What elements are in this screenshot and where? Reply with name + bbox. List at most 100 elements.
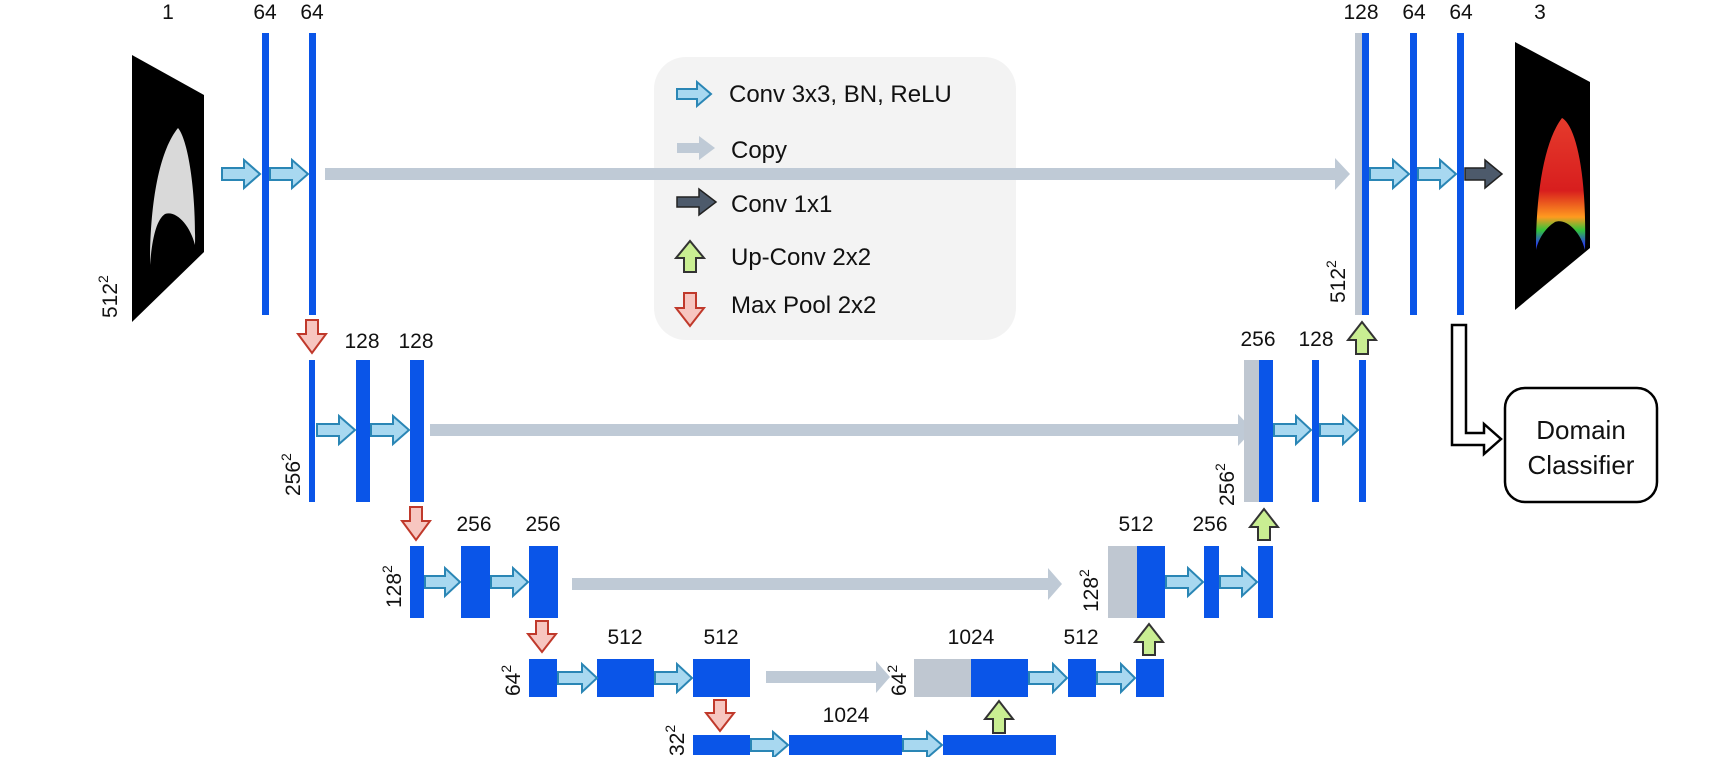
conv3x3-arrow-icon [1165,565,1205,599]
input-image [132,55,204,322]
copy-arrow-level1 [325,158,1350,190]
resolution-label-512-decoder: 5122 [1323,260,1350,303]
feature-map-dec2-a [1312,360,1319,502]
upconv-arrow-icon [673,239,707,273]
copy-arrow-level4 [766,661,890,693]
feature-map-bottleneck-pool [693,735,750,755]
conv3x3-arrow-icon [654,661,694,695]
output-image [1515,42,1590,310]
feature-map-dec3-up [1137,546,1165,618]
channel-label-enc4-b: 512 [703,626,738,649]
conv3x3-arrow-icon [902,729,944,757]
channel-label-bottleneck: 1024 [823,704,870,727]
legend-item-conv1x1: Conv 1x1 [676,187,832,218]
copied-map-dec4 [914,659,971,697]
conv3x3-arrow-icon [1096,661,1137,695]
upconv-arrows [982,320,1379,734]
channel-label-dec2-conv: 128 [1298,328,1333,351]
feature-map-enc1-b [309,33,316,315]
copied-map-dec2 [1244,360,1259,502]
copy-arrow-level2 [430,414,1253,446]
conv3x3-arrow-icon [490,565,530,599]
conv3x3-arrow-icon [1219,565,1259,599]
copied-map-dec1 [1355,33,1362,315]
conv3x3-arrow-icon [1028,661,1069,695]
conv3x3-arrow-icon [370,413,411,447]
feature-map-enc2-a [356,360,370,502]
channel-label-dec3-conv: 256 [1192,513,1227,536]
maxpool-arrow-icon [400,506,432,542]
copy-arrow-icon [677,136,715,160]
resolution-labels: 5122 5122 2562 2562 1282 1282 642 642 32… [95,260,1350,756]
feature-map-dec1-up [1362,33,1369,315]
maxpool-arrow-icon [703,699,737,733]
legend-label-conv1x1: Conv 1x1 [731,191,832,218]
legend-item-copy: Copy [677,136,787,164]
legend-label-upconv: Up-Conv 2x2 [731,244,871,271]
feature-map-dec3-b [1258,546,1273,618]
conv3x3-arrow-icon [750,729,790,757]
upconv-arrow-icon [1132,622,1166,656]
conv3x3-arrows [221,157,1458,757]
channel-label-enc3-b: 256 [525,513,560,536]
conv3x3-arrow-icon [269,157,310,191]
feature-map-dec4-a [1068,659,1096,697]
maxpool-arrow-icon [525,620,559,654]
feature-map-dec4-up [971,659,1028,697]
upconv-arrow-icon [1345,320,1379,355]
feature-map-enc4-b [693,659,750,697]
channel-label-dec1-concat: 128 [1343,1,1378,24]
channel-label-input: 1 [162,1,174,24]
resolution-label-256-decoder: 2562 [1212,463,1239,506]
feature-map-dec2-b [1359,360,1366,502]
resolution-label-128-encoder: 1282 [379,565,406,608]
channel-label-enc3-a: 256 [456,513,491,536]
legend-item-conv3x3: Conv 3x3, BN, ReLU [676,79,952,109]
maxpool-arrow-icon [673,292,707,328]
conv1x1-arrow-icon [676,187,718,217]
channel-label-dec2-concat: 256 [1240,328,1275,351]
resolution-label-128-decoder: 1282 [1076,569,1103,612]
channel-label-enc2-a: 128 [344,330,379,353]
channel-label-dec4-conv: 512 [1063,626,1098,649]
feature-map-enc3-pool [410,546,424,618]
conv3x3-arrow-icon [1319,413,1360,447]
resolution-label-64-encoder: 642 [498,665,525,696]
channel-label-enc4-a: 512 [607,626,642,649]
conv3x3-arrow-icon [676,79,713,109]
feature-map-dec2-up [1259,360,1273,502]
channel-label-output: 3 [1534,1,1546,24]
channel-label-dec1-b: 64 [1449,1,1473,24]
feature-map-bottleneck-a [789,735,902,755]
legend-label-copy: Copy [731,137,787,164]
feature-map-enc3-a [461,546,490,618]
channel-label-dec1-a: 64 [1402,1,1426,24]
conv3x3-arrow-icon [424,565,462,599]
feature-map-dec3-a [1204,546,1219,618]
feature-map-enc1-a [262,33,269,315]
domain-classifier-line1: Domain [1536,415,1626,445]
skip-connections [325,158,1350,693]
domain-classifier-arrow-icon [1450,323,1503,457]
upconv-arrow-icon [982,699,1016,734]
resolution-label-512-encoder: 5122 [95,275,122,318]
channel-label-enc2-b: 128 [398,330,433,353]
upconv-arrow-icon [1247,507,1281,541]
channel-label-dec3-concat: 512 [1118,513,1153,536]
feature-map-bottleneck-b [943,735,1056,755]
channel-label-enc1-a: 64 [253,1,277,24]
conv3x3-arrow-icon [1417,157,1458,191]
conv3x3-arrow-icon [1369,157,1411,191]
conv3x3-arrow-icon [1273,413,1313,447]
copied-map-dec3 [1108,546,1137,618]
resolution-label-64-decoder: 642 [884,665,911,696]
copy-arrow-level3 [572,568,1062,600]
resolution-label-32: 322 [662,725,689,756]
feature-map-dec4-b [1136,659,1164,697]
conv3x3-arrow-icon [221,157,262,191]
channel-labels: 1 64 64 128 128 256 256 512 512 1024 102… [162,1,1546,727]
resolution-label-256-encoder: 2562 [278,453,305,496]
legend-label-conv3x3: Conv 3x3, BN, ReLU [729,81,952,108]
channel-label-enc1-b: 64 [300,1,324,24]
